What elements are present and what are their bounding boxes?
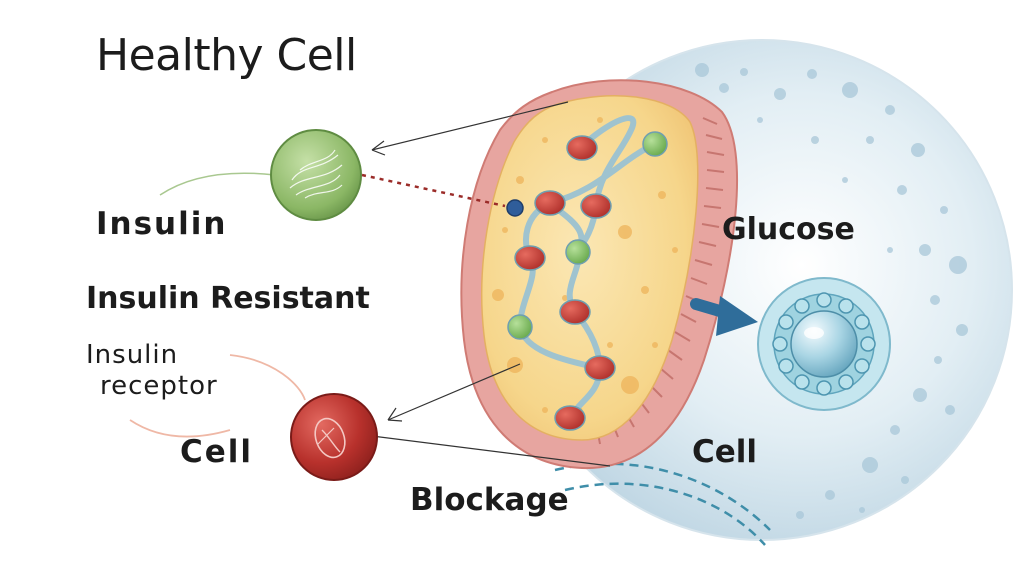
label-insulin: Insulin: [96, 206, 228, 242]
label-blockage: Blockage: [410, 482, 569, 518]
label-cell-left: Cell: [180, 434, 254, 470]
label-insulin-resistant: Insulin Resistant: [86, 281, 370, 316]
arrow-right-icon: [690, 296, 758, 336]
label-insulin-receptor-line1: Insulin: [86, 340, 179, 370]
blue-particle: [506, 199, 524, 217]
cell-body: [460, 79, 739, 470]
molecule-nodes: [507, 131, 668, 431]
cell-speckles: [492, 117, 678, 413]
green-fiber-sphere-icon: [270, 129, 362, 221]
label-glucose: Glucose: [722, 212, 855, 247]
red-sphere-icon: [290, 393, 378, 481]
label-insulin-receptor-line2: receptor: [100, 371, 218, 401]
membrane-ridges: [596, 117, 725, 445]
diagram-title: Healthy Cell: [96, 30, 357, 81]
connector-lines: [129, 101, 611, 467]
glucose-flower-icon: [757, 277, 891, 411]
label-cell-right: Cell: [692, 434, 758, 470]
sphere-spots: [668, 63, 968, 519]
